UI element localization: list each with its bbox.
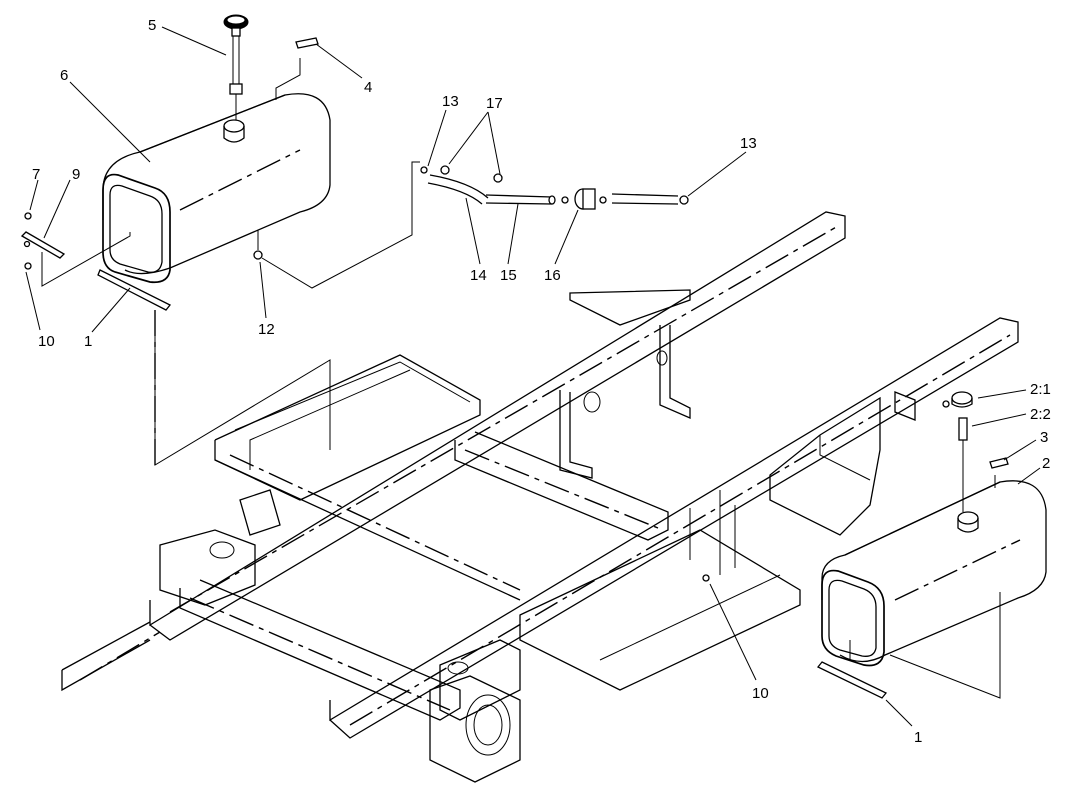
- callout-1-right: 1: [914, 729, 922, 746]
- callout-13-right: 13: [740, 135, 757, 152]
- callout-16: 16: [544, 267, 561, 284]
- callout-5: 5: [148, 17, 156, 34]
- tank-strap-hardware: [20, 212, 131, 287]
- fuel-sender-left: [223, 14, 249, 120]
- callout-10-left: 10: [38, 333, 55, 350]
- callout-7: 7: [32, 166, 40, 183]
- callout-labels: 5 4 6 7 9 10 1 12 13 17 14 15 16 13 2:1 …: [32, 17, 1051, 746]
- decal-4: [275, 37, 319, 100]
- callout-14: 14: [470, 267, 487, 284]
- decal-3: [989, 457, 1009, 469]
- callout-13-left: 13: [442, 93, 459, 110]
- callout-15: 15: [500, 267, 517, 284]
- callout-10-right: 10: [752, 685, 769, 702]
- cap-and-sender-right: [942, 391, 973, 512]
- right-fuel-tank: [821, 475, 1047, 699]
- callout-12: 12: [258, 321, 275, 338]
- callout-leaders: [25, 26, 1041, 727]
- callout-2-1: 2:1: [1030, 381, 1051, 398]
- callout-2-2: 2:2: [1030, 406, 1051, 423]
- pad-1-right: [816, 640, 888, 699]
- callout-2: 2: [1042, 455, 1050, 472]
- pad-1-left: [97, 269, 331, 470]
- fitting-12: [253, 161, 420, 289]
- left-fuel-tank: [102, 93, 331, 284]
- callout-1-left: 1: [84, 333, 92, 350]
- fuel-line-assembly: [420, 165, 689, 210]
- callout-17: 17: [486, 95, 503, 112]
- callout-6: 6: [60, 67, 68, 84]
- callout-4: 4: [364, 79, 372, 96]
- callout-3: 3: [1040, 429, 1048, 446]
- chassis-frame: [61, 211, 1019, 783]
- callout-9: 9: [72, 166, 80, 183]
